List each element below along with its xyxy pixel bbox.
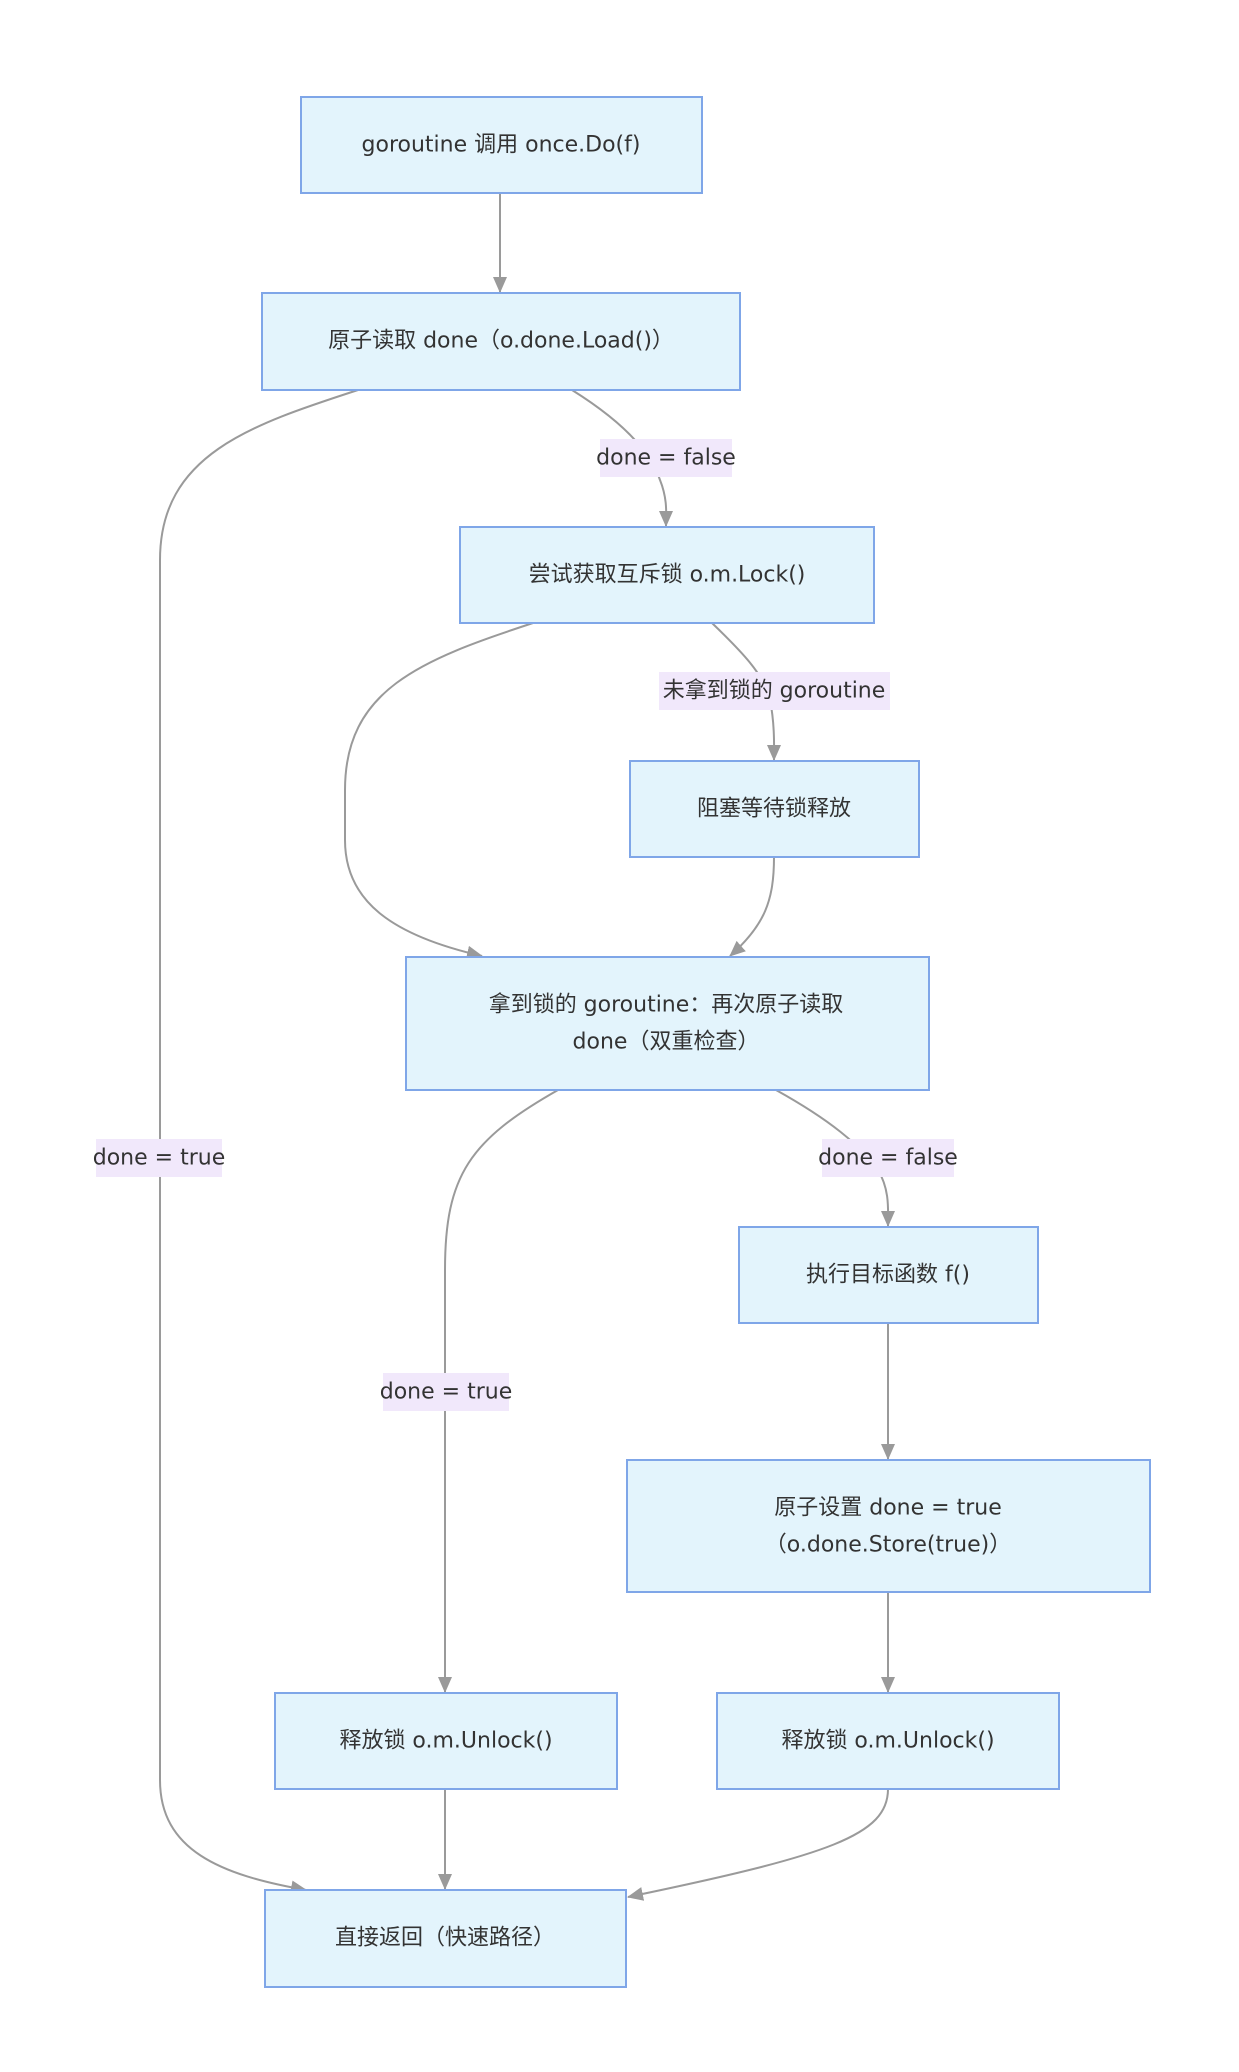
node-label: 释放锁 o.m.Unlock() — [781, 1729, 994, 1754]
edge-label-text: 未拿到锁的 goroutine — [663, 678, 886, 704]
edge-label-recheck-true: done = true — [380, 1373, 512, 1411]
node-label: 尝试获取互斥锁 o.m.Lock() — [529, 563, 806, 588]
edge-block-to-recheck — [729, 856, 775, 957]
node-call-once-do: goroutine 调用 once.Do(f) — [300, 96, 703, 194]
node-unlock-right: 释放锁 o.m.Unlock() — [716, 1692, 1060, 1790]
node-block-wait: 阻塞等待锁释放 — [629, 760, 920, 858]
edge-unlock-right-to-return — [627, 1788, 889, 1901]
node-label: 执行目标函数 f() — [806, 1263, 970, 1288]
node-try-lock: 尝试获取互斥锁 o.m.Lock() — [459, 526, 875, 624]
node-label-line2: （o.done.Store(true)） — [765, 1533, 1011, 1558]
edge-lock-to-recheck — [344, 622, 534, 960]
node-label-line2: done（双重检查） — [573, 1030, 760, 1055]
edge-label-load-false: done = false — [596, 439, 736, 477]
node-label: 阻塞等待锁释放 — [697, 797, 851, 822]
edge-recheck-true-to-unlock-left — [438, 1089, 559, 1693]
node-label: 直接返回（快速路径） — [335, 1926, 555, 1951]
node-unlock-left: 释放锁 o.m.Unlock() — [274, 1692, 618, 1790]
edge-label-text: done = false — [596, 446, 736, 471]
node-label-line1: 原子设置 done = true — [774, 1496, 1001, 1521]
edge-label-load-true: done = true — [93, 1139, 225, 1177]
edge-label-text: done = false — [818, 1146, 958, 1171]
edge-label-text: done = true — [93, 1146, 225, 1171]
edge-load-true-to-return — [159, 389, 359, 1895]
node-atomic-store-done: 原子设置 done = true （o.done.Store(true)） — [626, 1459, 1151, 1593]
edge-label-recheck-false: done = false — [818, 1139, 958, 1177]
node-label: 原子读取 done（o.done.Load()） — [328, 329, 674, 354]
node-label: 释放锁 o.m.Unlock() — [339, 1729, 552, 1754]
node-label-line1: 拿到锁的 goroutine：再次原子读取 — [489, 992, 844, 1018]
node-return-fast-path: 直接返回（快速路径） — [264, 1889, 627, 1988]
node-execute-f: 执行目标函数 f() — [738, 1226, 1039, 1324]
node-atomic-load-done: 原子读取 done（o.done.Load()） — [261, 292, 741, 391]
node-double-check: 拿到锁的 goroutine：再次原子读取 done（双重检查） — [405, 956, 930, 1091]
node-label: goroutine 调用 once.Do(f) — [362, 133, 641, 158]
edge-label-text: done = true — [380, 1380, 512, 1405]
edge-label-lock-wait: 未拿到锁的 goroutine — [659, 672, 890, 710]
